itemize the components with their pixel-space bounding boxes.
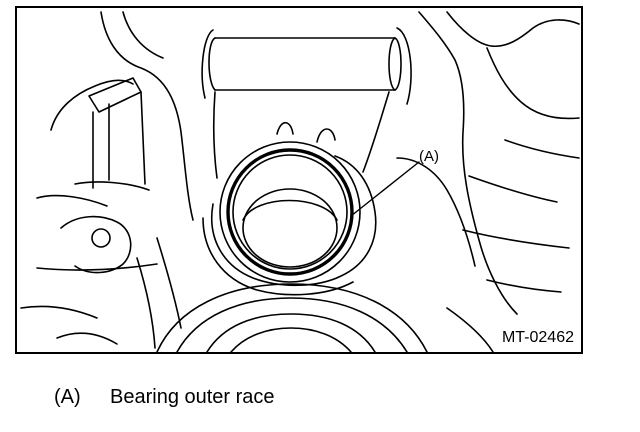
case-outline-right-3 bbox=[486, 47, 580, 120]
callout-label-a: (A) bbox=[419, 148, 439, 165]
callout-leader bbox=[350, 161, 420, 217]
transmission-case-drawing bbox=[20, 11, 580, 352]
figure-frame: (A) MT-02462 bbox=[15, 6, 583, 354]
shaft bbox=[201, 27, 412, 105]
housing-boss bbox=[211, 155, 377, 287]
case-outline-left-inner bbox=[122, 11, 164, 59]
rib-curve-2 bbox=[316, 128, 336, 143]
bearing-outer-race bbox=[219, 141, 361, 283]
legend: (A) Bearing outer race bbox=[54, 386, 275, 408]
rib-curve bbox=[276, 121, 294, 135]
figure-id: MT-02462 bbox=[501, 329, 574, 346]
right-fins bbox=[446, 139, 580, 352]
left-housing-details bbox=[20, 77, 182, 349]
case-outline-right-4 bbox=[396, 157, 476, 267]
rib-right bbox=[362, 91, 390, 173]
case-outline-right bbox=[418, 11, 518, 315]
lower-bore bbox=[156, 283, 428, 352]
case-outline-left bbox=[100, 11, 194, 221]
rib-left bbox=[212, 91, 218, 179]
case-outline-right-2 bbox=[446, 11, 580, 48]
legend-key: (A) bbox=[54, 386, 81, 408]
legend-label: Bearing outer race bbox=[110, 386, 275, 408]
housing-boss-inner bbox=[202, 217, 354, 296]
